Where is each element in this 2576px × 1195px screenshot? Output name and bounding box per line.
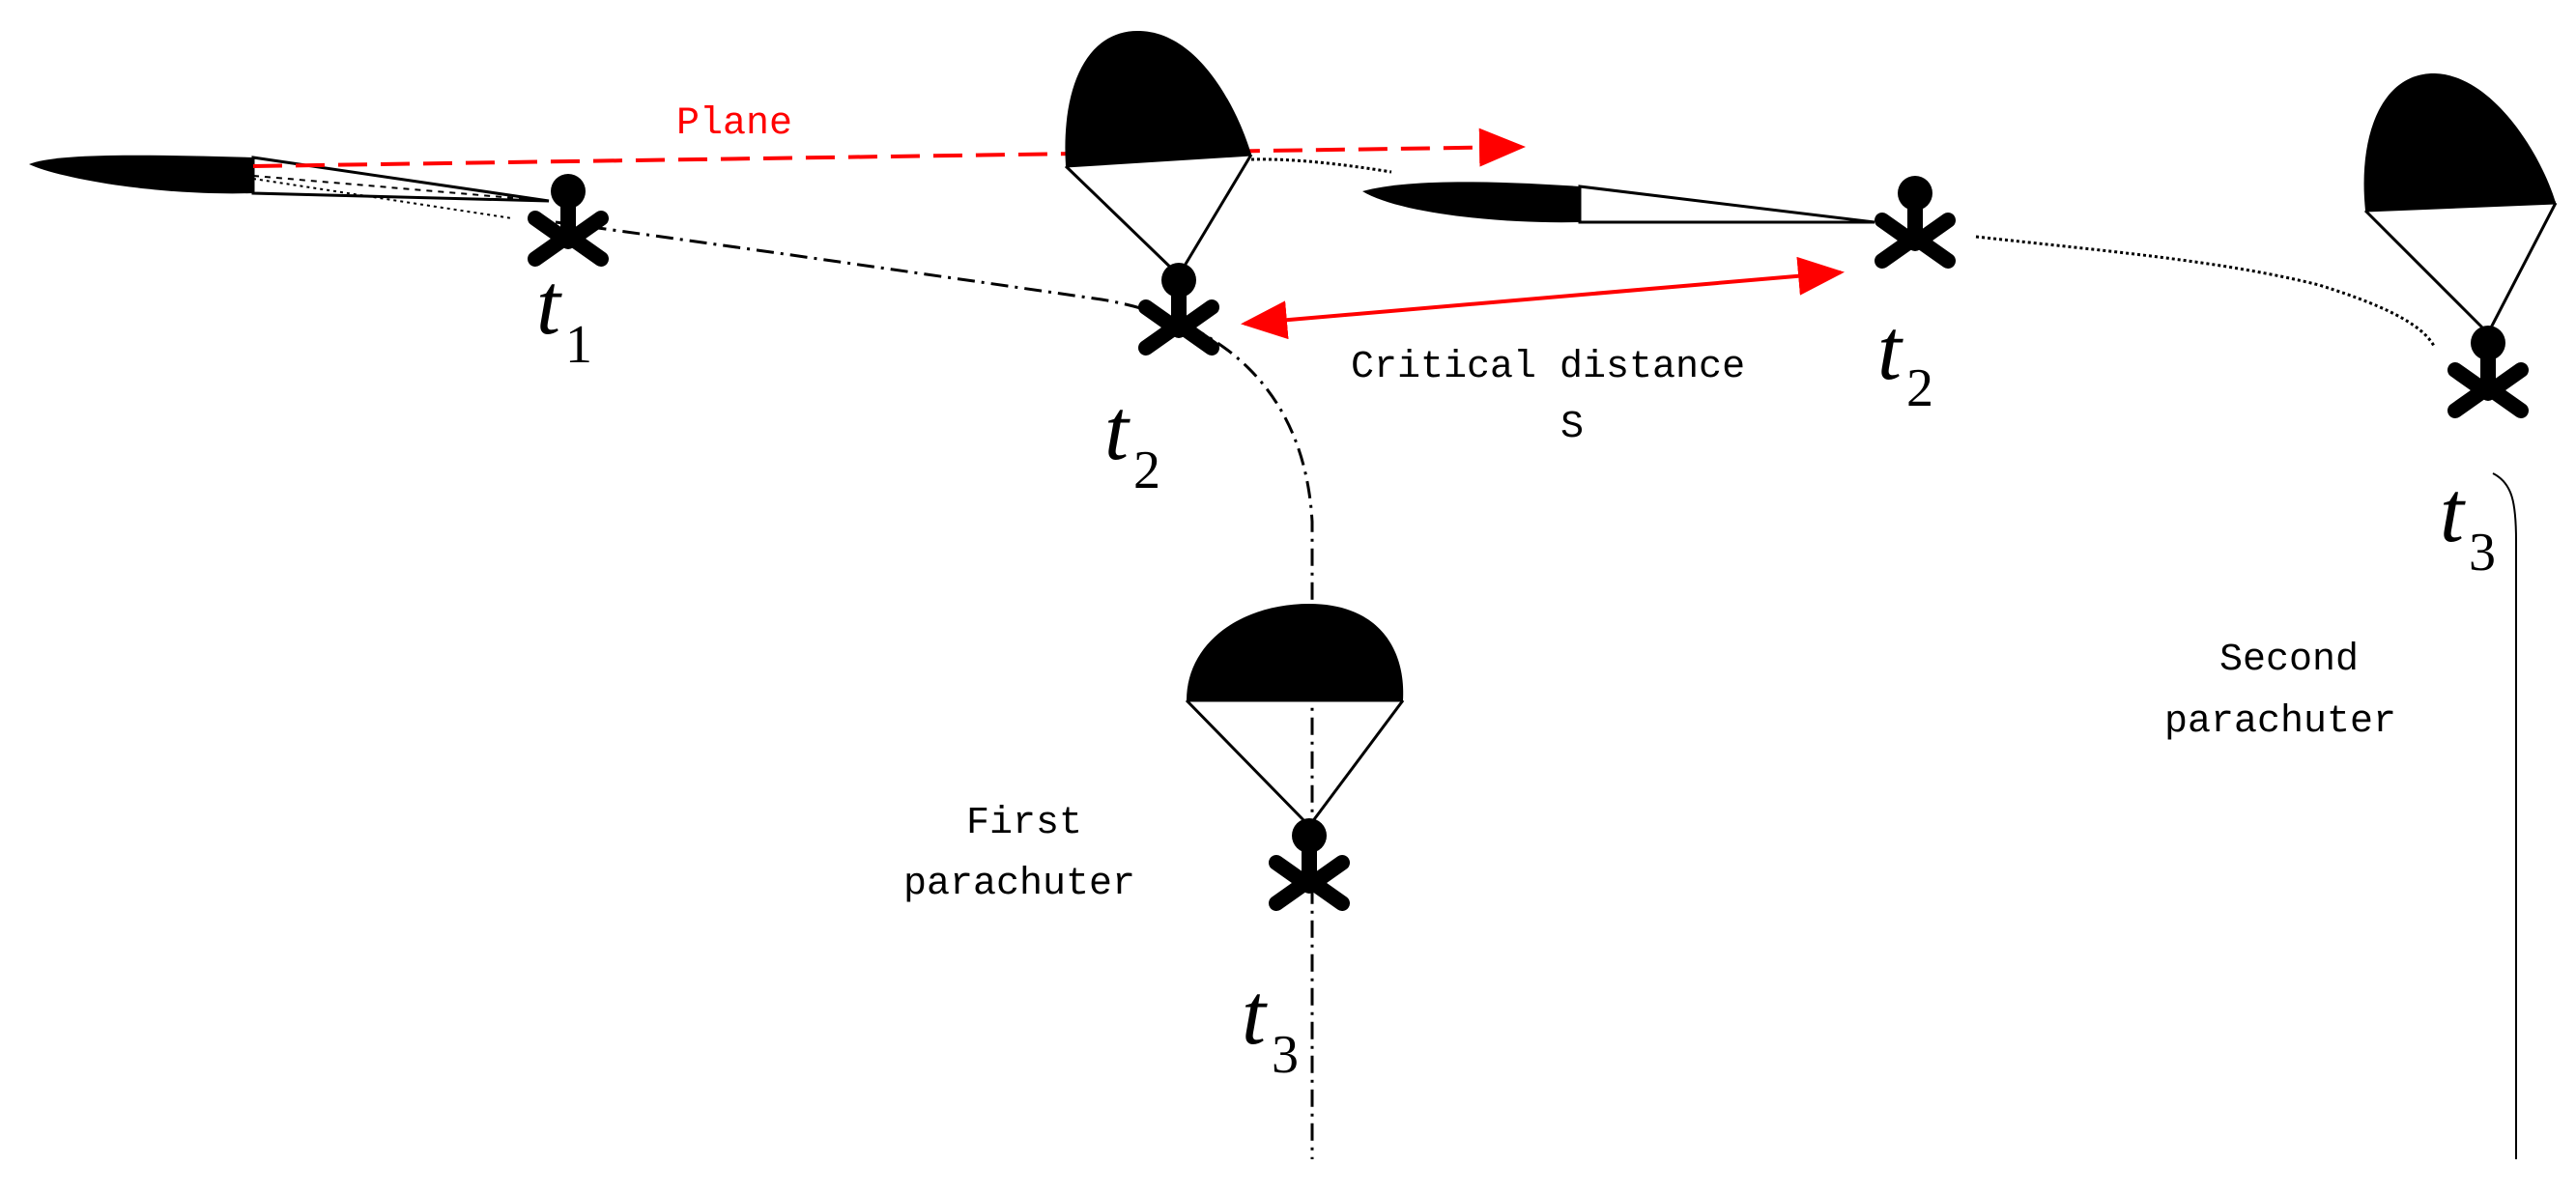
second-parachuter-label-line2: parachuter: [2164, 700, 2396, 744]
time-mark-t2-second: t 2: [1877, 302, 1933, 418]
plane-icon-second: [1362, 182, 1875, 224]
time-mark-t2-first: t 2: [1104, 383, 1160, 500]
critical-distance-arrow: [1241, 256, 1845, 340]
second-parachuter-trajectory: [1975, 235, 2437, 349]
parachute-canopy-t3-first: [1185, 604, 1405, 828]
parachuter-t1-figure: [535, 174, 601, 259]
svg-text:t: t: [1104, 383, 1131, 478]
svg-text:t: t: [1242, 967, 1268, 1063]
critical-distance-symbol: S: [1560, 406, 1584, 449]
plane-path-dotted: [1250, 157, 1392, 174]
svg-text:t: t: [1877, 302, 1903, 398]
svg-text:2: 2: [1133, 441, 1160, 500]
critical-distance-label: Critical distance: [1351, 346, 1745, 389]
svg-text:2: 2: [1906, 358, 1933, 418]
plane1-to-t1-line: [252, 178, 513, 219]
svg-text:1: 1: [565, 315, 592, 375]
svg-text:t: t: [2440, 465, 2466, 560]
first-parachuter-trajectory: [555, 220, 1314, 1159]
time-mark-t3-second: t 3: [2440, 465, 2496, 583]
plane-direction-arrow: [252, 128, 1526, 168]
time-mark-t1: t 1: [536, 257, 592, 375]
plane-label: Plane: [676, 102, 792, 146]
svg-text:t: t: [536, 257, 562, 353]
parachuter-t3-second-figure: [2455, 326, 2521, 411]
svg-text:3: 3: [2469, 523, 2496, 583]
second-parachuter-label-line1: Second: [2219, 639, 2359, 682]
first-parachuter-label-line2: parachuter: [903, 863, 1135, 906]
parachute-canopy-t2-first: [1064, 30, 1253, 277]
second-parachuter-descent-line: [2492, 472, 2517, 1159]
parachuter-t2-second-figure: [1882, 176, 1948, 261]
parachuter-t2-first-figure: [1146, 263, 1212, 348]
first-parachuter-label-line1: First: [966, 802, 1082, 845]
parachute-canopy-t3-second: [2363, 72, 2558, 335]
parachuter-t3-first-figure: [1276, 818, 1342, 903]
svg-text:3: 3: [1272, 1025, 1299, 1085]
time-mark-t3-first: t 3: [1242, 967, 1299, 1085]
